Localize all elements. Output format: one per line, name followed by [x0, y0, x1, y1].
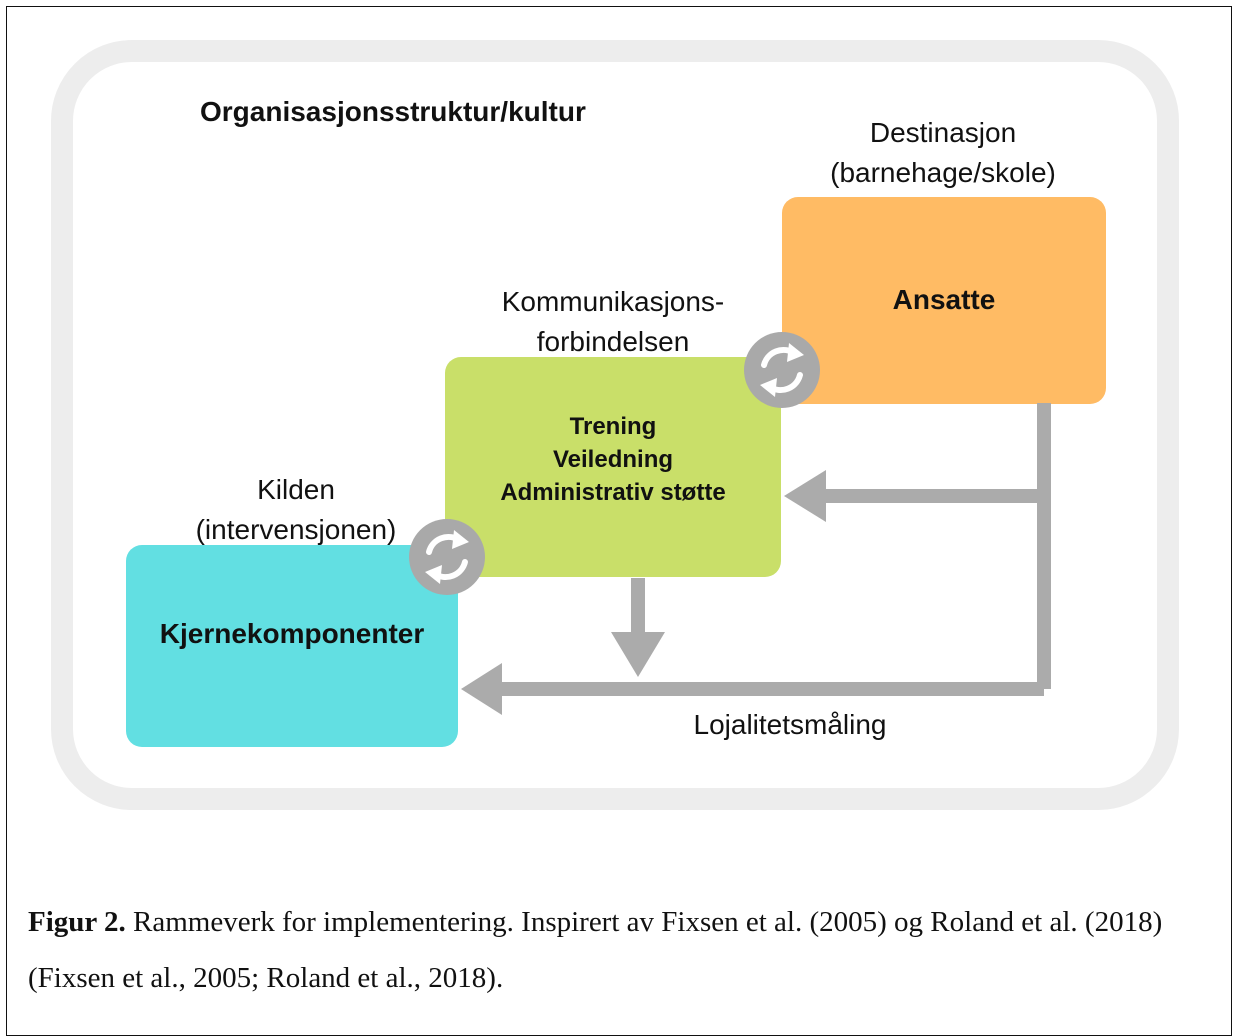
- communication-box: [445, 357, 781, 577]
- communication-item-administrative-support: Administrativ støtte: [500, 479, 726, 506]
- destination-box-text: Ansatte: [892, 284, 996, 315]
- source-label-line-1: Kilden: [257, 474, 335, 505]
- destination-box: [782, 197, 1106, 404]
- source-box: [126, 545, 458, 747]
- communication-item-training: Trening: [569, 413, 657, 440]
- communication-label: Kommunikasjons- forbindelsen: [460, 282, 766, 362]
- destination-label-line-1: Destinasjon: [869, 117, 1017, 148]
- communication-label-line-1: Kommunikasjons-: [501, 286, 725, 317]
- figure-caption-label: Figur 2.: [28, 906, 126, 938]
- feedback-loyalty-label: Lojalitetsmåling: [693, 709, 887, 740]
- source-box-text: Kjernekomponenter: [159, 618, 425, 649]
- source-label: Kilden (intervensjonen): [160, 470, 432, 550]
- organization-structure-culture-label: Organisasjonsstruktur/kultur: [200, 96, 586, 127]
- destination-label-line-2: (barnehage/skole): [830, 157, 1056, 188]
- cycle-icon: [744, 332, 820, 408]
- organization-culture-boundary: [51, 40, 1179, 810]
- figure-caption-text: Rammeverk for implementering. Inspirert …: [28, 906, 1163, 994]
- feedback-to-source-arrowhead: [461, 663, 502, 715]
- cycle-icon: [409, 519, 485, 595]
- communication-item-guidance: Veiledning: [552, 446, 674, 473]
- feedback-to-communication-arrowhead: [784, 470, 826, 522]
- figure-caption: Figur 2. Rammeverk for implementering. I…: [28, 894, 1203, 1006]
- communication-label-line-2: forbindelsen: [536, 326, 690, 357]
- communication-box-text: Trening Veiledning Administrativ støtte: [445, 410, 781, 509]
- source-label-line-2: (intervensjonen): [195, 514, 397, 545]
- communication-down-arrowhead: [611, 632, 665, 677]
- destination-label: Destinasjon (barnehage/skole): [790, 113, 1096, 193]
